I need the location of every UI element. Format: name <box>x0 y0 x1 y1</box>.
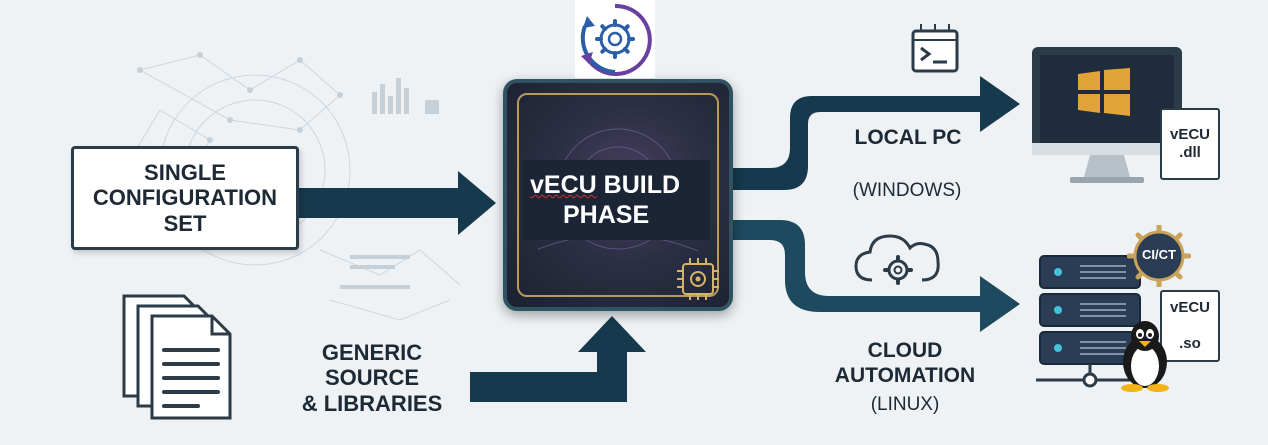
server-rack-icon <box>1036 255 1150 388</box>
chip-gear-icon <box>677 258 719 300</box>
windows-label: (WINDOWS) <box>852 180 962 201</box>
local-pc-label: LOCAL PC <box>854 126 962 149</box>
build-inner-frame <box>517 93 719 297</box>
arrow-config-to-build <box>299 171 496 235</box>
build-label-line-2: PHASE <box>563 201 650 229</box>
vecu-dll-file-tag: vECU.dll <box>1160 108 1220 180</box>
vecu-build-phase-label: vECU BUILD PHASE <box>522 160 710 240</box>
ci-ct-badge-icon <box>1127 225 1191 287</box>
linux-label: (LINUX) <box>870 394 940 415</box>
arrow-sources-to-build <box>470 316 646 402</box>
cloud-gear-icon <box>854 234 940 285</box>
terminal-icon <box>911 24 959 73</box>
linux-penguin-icon <box>1121 321 1169 392</box>
logo-gear-icon <box>580 3 652 76</box>
ci-ct-badge-label: CI/CT <box>1142 247 1176 262</box>
windows-logo-icon <box>1078 68 1130 116</box>
arrow-build-to-cloud <box>733 220 1020 332</box>
build-label-line-1: vECU BUILD <box>530 171 681 199</box>
vecu-so-file-tag: vECU.so <box>1160 290 1220 362</box>
arrow-build-to-local <box>733 76 1020 190</box>
documents-icon <box>122 294 232 420</box>
